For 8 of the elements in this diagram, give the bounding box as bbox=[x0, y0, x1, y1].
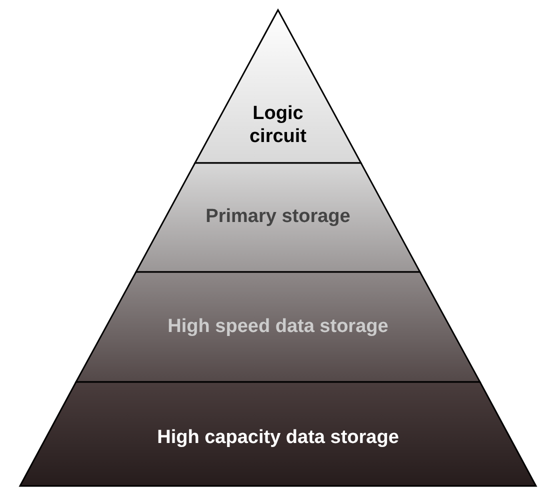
tier-label: Logic circuit bbox=[248, 102, 308, 148]
tier-label: High capacity data storage bbox=[157, 426, 399, 449]
tier-label: Primary storage bbox=[206, 205, 350, 228]
pyramid-tier bbox=[195, 10, 361, 163]
tier-label: High speed data storage bbox=[168, 315, 388, 338]
pyramid-tier bbox=[136, 163, 420, 272]
pyramid-tier bbox=[76, 272, 480, 382]
pyramid-tier bbox=[20, 382, 536, 486]
